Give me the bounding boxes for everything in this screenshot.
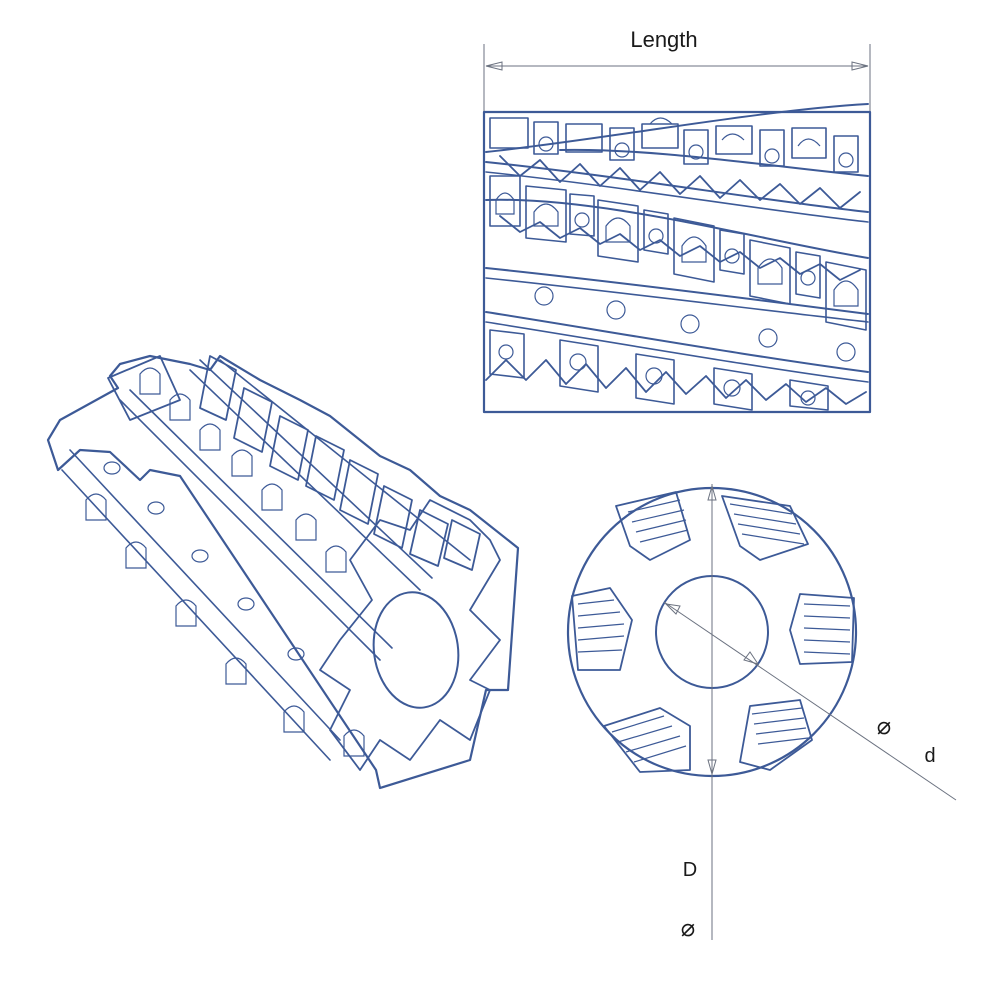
iso-body-outline (46, 354, 520, 790)
iso-insert-row-2 (85, 493, 365, 757)
inner-diameter-label: d (924, 745, 935, 767)
iso-bore (372, 591, 460, 709)
helical-blade-bands (485, 103, 869, 383)
insert-row-bottom (489, 329, 829, 411)
outer-diameter-symbol: ⌀ (681, 915, 695, 942)
blade-cluster-left (571, 587, 633, 671)
blade-cluster-bottom-right (739, 699, 813, 771)
iso-insert-row-1 (139, 367, 347, 573)
length-dimension: Length (483, 27, 871, 112)
outer-diameter-dimension: D ⌀ (681, 484, 717, 942)
blade-cluster-top-right (721, 495, 809, 561)
outer-diameter-label: D (683, 859, 697, 881)
blade-cluster-top-left (615, 491, 691, 561)
tooth-band-upper (499, 155, 861, 209)
blade-cluster-right (789, 593, 855, 665)
end-view: D ⌀ ⌀ d (566, 484, 957, 942)
cylinder-body (482, 110, 872, 414)
tooth-band-lower (485, 359, 867, 405)
inner-diameter-symbol: ⌀ (877, 713, 891, 740)
iso-blade-flaps (107, 355, 481, 571)
isometric-view (46, 354, 520, 790)
insert-row-second (489, 175, 867, 331)
blade-cluster-bottom-left (603, 707, 691, 773)
length-label: Length (630, 27, 697, 52)
tooth-band-middle (499, 215, 861, 281)
inner-diameter-dimension: ⌀ d (663, 601, 957, 801)
side-view: Length (482, 27, 872, 414)
insert-row-top (489, 117, 859, 173)
iso-end-face-teeth (319, 499, 501, 771)
iso-bolt-holes (103, 461, 305, 661)
bolt-holes-band (534, 286, 856, 362)
